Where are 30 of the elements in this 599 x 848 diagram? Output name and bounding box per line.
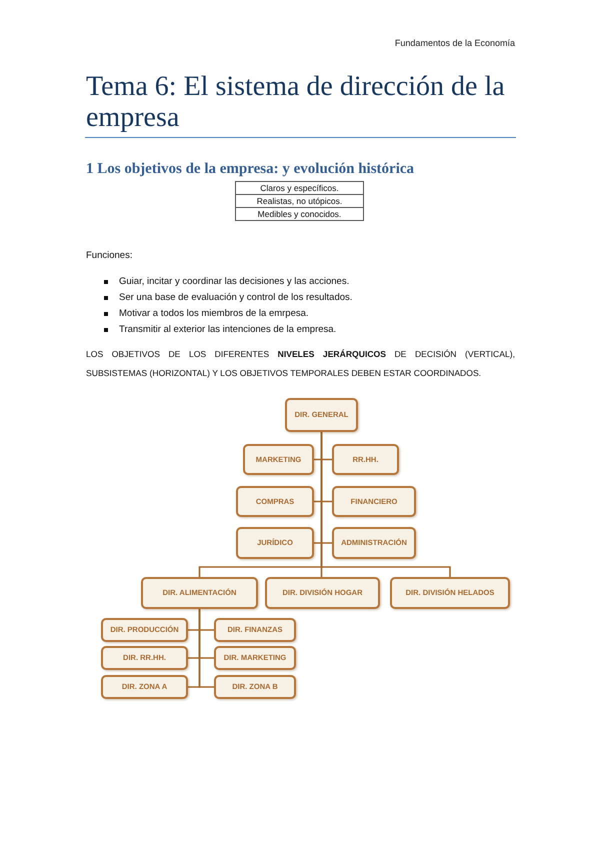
org-chart-box xyxy=(101,618,188,642)
org-chart-box xyxy=(332,486,416,517)
bullet-text: Ser una base de evaluación y control de los resultados. xyxy=(119,292,352,303)
table-cell: Claros y específicos. xyxy=(235,181,364,195)
table-cell: Medibles y conocidos. xyxy=(235,207,364,221)
table-cell: Realistas, no utópicos. xyxy=(235,194,364,208)
org-chart-box xyxy=(141,577,258,609)
org-chart-box xyxy=(214,646,296,670)
org-chart-box xyxy=(236,486,314,517)
org-chart-box xyxy=(332,527,416,559)
body-paragraph: LOS OBJETIVOS DE LOS DIFERENTES NIVELES JERÁRQUICOS DE DECISIÓN (VERTICAL), SUBSISTEMAS (HORIZONTAL) Y LOS OBJETIVOS TEMPORALES DEBEN ESTAR COORDINADOS. xyxy=(86,348,515,380)
org-chart-box xyxy=(243,444,314,475)
org-chart-box xyxy=(332,444,399,475)
bullet-text: Transmitir al exterior las intenciones de la empresa. xyxy=(119,324,336,335)
section-heading: 1 Los objetivos de la empresa: y evolución histórica xyxy=(86,162,414,177)
org-chart-box xyxy=(265,577,380,609)
page-title: Tema 6: El sistema de dirección de la empresa xyxy=(86,71,506,133)
org-chart-box xyxy=(214,675,296,699)
list-intro: Funciones: xyxy=(86,251,132,260)
connector-line xyxy=(320,432,451,577)
org-chart-box xyxy=(101,646,188,670)
org-chart-box xyxy=(236,527,314,559)
org-chart-box xyxy=(390,577,510,609)
org-chart-box xyxy=(214,618,296,642)
bullet-text: Guiar, incitar y coordinar las decisiones y las acciones. xyxy=(119,276,350,287)
page-header: Fundamentos de la Economía xyxy=(394,39,515,48)
bullet-text: Motivar a todos los miembros de la emrpesa. xyxy=(119,308,309,319)
connector-line xyxy=(198,609,214,688)
org-chart-box xyxy=(285,398,358,432)
org-chart-box xyxy=(101,675,188,699)
